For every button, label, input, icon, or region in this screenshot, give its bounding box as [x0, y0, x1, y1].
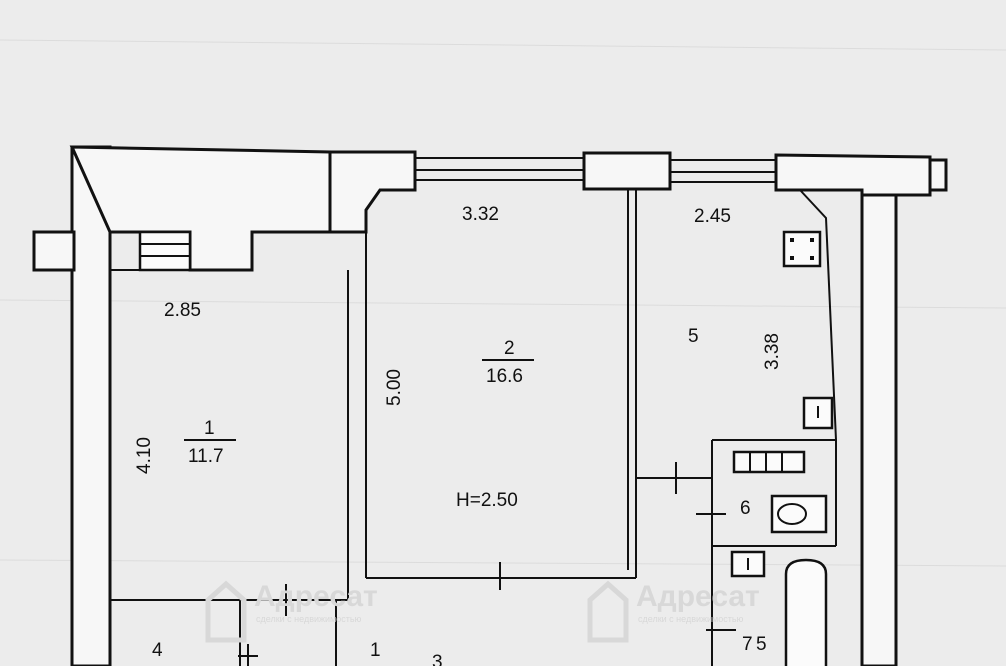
room5-number: 5 — [688, 326, 699, 347]
interior-walls — [110, 189, 837, 666]
corridor-number: 1 — [370, 640, 381, 661]
bathroom-sink — [730, 550, 766, 578]
kitchen-stove — [782, 230, 822, 268]
watermark-1-tagline: сделки с недвижимостью — [256, 614, 362, 624]
room5-width: 2.45 — [694, 206, 731, 227]
bathtub — [784, 558, 828, 666]
window-left — [138, 230, 192, 272]
watermark-1-brand: Адресат — [254, 580, 378, 613]
window-top-right — [670, 159, 776, 183]
watermark-2: Адресат сделки с недвижимостью — [587, 580, 760, 643]
exterior-walls — [32, 145, 948, 666]
room1-length: 4.10 — [134, 437, 155, 474]
watermark-2-tagline: сделки с недвижимостью — [638, 614, 744, 624]
window-top-left — [415, 157, 584, 181]
ceiling-height: H=2.50 — [456, 490, 518, 511]
room7-number: 7 — [742, 634, 753, 655]
room2-area: 16.6 — [486, 366, 523, 387]
kitchen-sink — [802, 396, 834, 430]
watermark-2-brand: Адресат — [636, 580, 760, 613]
room2-width: 3.32 — [462, 204, 499, 225]
room6-number: 6 — [740, 498, 751, 519]
room2-number: 2 — [504, 338, 515, 359]
ventilation-duct — [732, 450, 806, 474]
room2-length: 5.00 — [384, 369, 405, 406]
room1-number: 1 — [204, 418, 215, 439]
room4-number: 4 — [152, 640, 163, 661]
door-marks — [238, 462, 736, 666]
room1-width: 2.85 — [164, 300, 201, 321]
watermark-1: Адресат сделки с недвижимостью — [205, 580, 378, 643]
room5-number-lower: 5 — [756, 634, 767, 655]
room1-area: 11.7 — [188, 446, 224, 467]
room5-length: 3.38 — [762, 333, 783, 370]
toilet-fixture — [770, 494, 828, 534]
room3-number: 3 — [432, 652, 443, 666]
